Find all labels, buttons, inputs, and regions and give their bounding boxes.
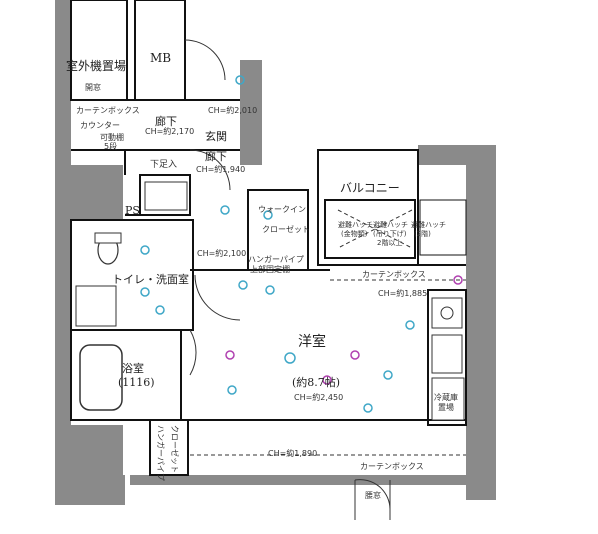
closet-bottom-label: クローゼット [170,425,180,473]
evac-hatch2-label: 避難ハッチ [373,220,408,229]
fixtures [75,181,465,421]
evac-hatch2-sub2: 2階以上 [377,238,402,247]
interior-floor [71,0,466,475]
washer-icon [144,181,188,211]
labels: 室外機置場 開窓 MB カーテンボックス CH=約2,010 カウンター 可動棚… [66,51,458,500]
mb-label: MB [150,51,171,65]
evac-hatch1-label: 避難ハッチ [338,220,373,229]
ch-bottom-label: CH=約1,890 [268,448,317,458]
evac-hatch3-label: 避難ハッチ [411,220,446,229]
counter-label: カウンター [80,121,120,130]
upper-fixed-shelf-label: 上部固定棚 [250,264,290,274]
walkin-label: ウォークイン [258,205,306,214]
shelves-count-label: 5段 [104,141,117,151]
shelves-label: 可動棚 [100,132,124,142]
bath-size-label: (1116) [118,376,155,389]
dashed-lines [190,209,466,456]
light-fixtures [140,75,415,413]
balcony-label: バルコニー [340,181,400,195]
western-room-label: 洋室 [298,333,326,350]
western-size-label: (約8.7帖) [292,375,340,389]
ch-hallway2-label: CH=約1,940 [196,164,245,174]
ch-hallway1-label: CH=約2,170 [145,126,194,136]
ch-kitchen-label: CH=約1,885 [378,288,427,298]
curtain-box-bottom-label: カーテンボックス [360,462,424,471]
ch-mid-label: CH=約2,100 [197,248,246,258]
outdoor-unit-label: 室外機置場 [66,58,126,73]
entrance-label: 玄関 [205,129,227,143]
inner-walls [70,0,467,476]
fridge-label: 冷蔵庫 [434,392,458,402]
ch-western-label: CH=約2,450 [294,392,343,402]
window-bottom-label: 腰窓 [365,490,381,500]
fridge2-label: 置場 [438,402,454,412]
hallway1-label: 廊下 [155,114,177,128]
curtain-box-top-label: カーテンボックス [76,106,140,115]
bathroom-label: 浴室 [122,361,144,375]
kitchen-sink-icon [431,334,463,374]
door-arcs [184,39,391,520]
evac-hatch2-sub: (吊り下げ) [373,229,407,238]
outlet-fixtures [225,275,463,385]
toilet-washroom-label: トイレ・洗面室 [112,272,189,286]
evac-hatch3-sub: (2階) [414,229,431,238]
ps-label: PS [125,204,140,217]
stove-icon [431,297,463,329]
sink-icon [75,285,117,327]
balcony-corner [419,199,467,256]
hanger-pipe-label: ハンガーパイプ [248,254,304,264]
hallway2-label: 廊下 [205,149,227,163]
shoe-storage-label: 下足入 [150,159,177,170]
fridge-space-icon [431,377,465,421]
curtain-box-mid-label: カーテンボックス [362,270,426,279]
closet-label: クローゼット [262,224,310,234]
hanger-pipe-bottom-label: ハンガーパイプ [156,425,166,481]
evac-hatch1-sub: (金物類) [341,229,368,238]
window-top-label: 開窓 [85,82,101,92]
toilet-tank-icon [94,232,122,244]
bathtub-icon [79,344,123,411]
ch-top-label: CH=約2,010 [208,105,257,115]
